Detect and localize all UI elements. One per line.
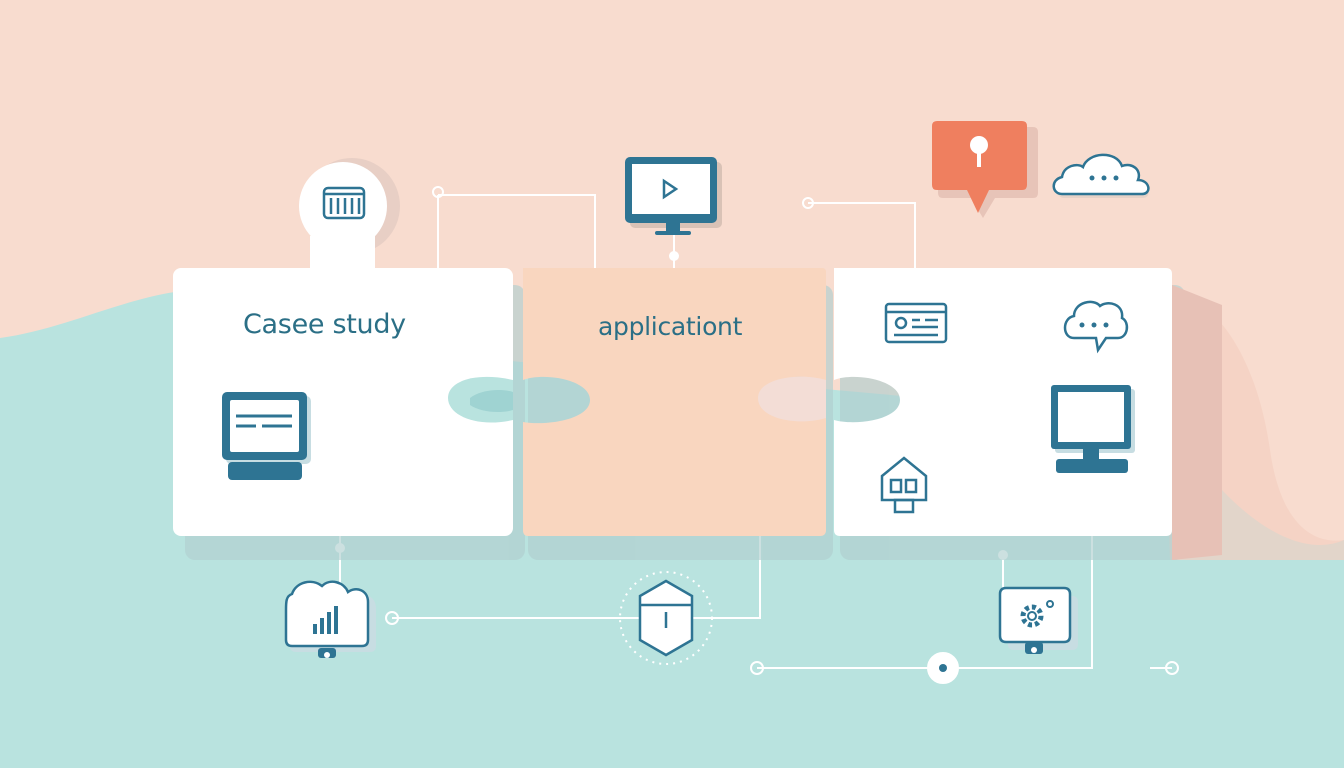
database-icon bbox=[322, 186, 366, 220]
laptop-icon bbox=[222, 392, 311, 480]
puzzle-piece-middle bbox=[523, 268, 826, 536]
location-pin-icon bbox=[932, 121, 1038, 218]
right-piece-shadow bbox=[1172, 285, 1222, 560]
cloud-bar-chart-icon bbox=[284, 580, 376, 658]
cloud-chat-icon bbox=[1052, 153, 1150, 198]
application-label: applicationt bbox=[598, 312, 743, 341]
chat-bubble-icon bbox=[1063, 300, 1129, 354]
monitor-play-icon bbox=[625, 157, 722, 235]
id-card-icon bbox=[884, 302, 948, 344]
gear-tag-icon bbox=[998, 586, 1078, 654]
case-study-label: Casee study bbox=[243, 309, 406, 340]
desktop-icon bbox=[1051, 385, 1135, 473]
house-icon bbox=[880, 456, 928, 514]
hexagon-shield-icon bbox=[619, 571, 713, 665]
